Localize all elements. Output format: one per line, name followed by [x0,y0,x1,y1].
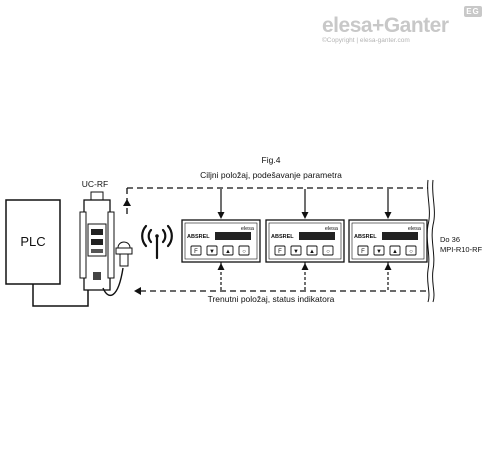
indicator-key-button [238,245,250,256]
indicator-key-button [222,245,234,256]
indicator-output-arrow [384,263,392,270]
indicator-key-symbol: ▲ [309,249,315,255]
indicator-inner-frame [268,222,342,260]
indicator-key-button [389,245,401,256]
indicator-key-button [373,245,385,256]
indicator-key-symbol: ▲ [225,249,231,255]
indicator-key-button [322,245,334,256]
indicator-inner-frame [184,222,258,260]
indicator-key-button [206,245,218,256]
brand-logo: elesa+Ganter [322,14,449,37]
indicator-key-symbol: ▲ [392,249,398,255]
top-label: Ciljni položaj, podešavanje parametra [200,170,342,180]
torn-edge-right [426,179,430,303]
plc-box [5,199,61,285]
count-label-line2: MPI-R10-RF [440,245,483,254]
bottom-label: Trenutni položaj, status indikatora [208,294,335,304]
indicator-output-arrow [217,263,225,270]
indicator-inner-frame [351,222,425,260]
indicator-key-symbol: ○ [409,249,413,255]
brand-badge: EG [464,6,482,17]
indicator-display-label: ABSREL [354,234,377,240]
indicator-input-arrow [301,212,309,219]
indicator-key-symbol: ○ [326,249,330,255]
antenna-cable [102,267,124,297]
indicator-digit-display [382,232,418,240]
indicator-input-arrow [217,212,225,219]
indicator-brand-tag: elesa [325,226,339,232]
indicator-key-button [290,245,302,256]
torn-edge-right-inner [431,179,435,303]
indicator-output-arrow [301,263,309,270]
indicator-display-label: ABSREL [271,234,294,240]
indicator-key-button [357,245,369,256]
indicator-brand-tag: elesa [241,226,255,232]
indicator-key-button [274,245,286,256]
indicator-key-symbol: F [278,249,282,255]
antenna-icon [115,241,133,267]
indicator-key-symbol: ▼ [376,249,382,255]
indicator-input-arrow [384,212,392,219]
indicator-units: elesaABSRELF▼▲○elesaABSRELF▼▲○elesaABSRE… [181,189,428,290]
figure-caption: Fig.4 [262,155,281,165]
controller-label: UC-RF [82,179,108,189]
count-label-line1: Do 36 [440,235,460,244]
indicator-key-button [190,245,202,256]
arrow-left-head [134,287,141,295]
indicator-display-label: ABSREL [187,234,210,240]
indicator-key-symbol: ▼ [293,249,299,255]
indicator-key-symbol: F [361,249,365,255]
brand-copyright: ©Copyright | elesa-ganter.com [322,37,410,44]
indicator-key-symbol: ○ [242,249,246,255]
indicator-key-symbol: F [194,249,198,255]
indicator-key-symbol: ▼ [209,249,215,255]
indicator-key-button [306,245,318,256]
indicator-brand-tag: elesa [408,226,422,232]
indicator-digit-display [299,232,335,240]
brand-watermark: elesa+Ganter ©Copyright | elesa-ganter.c… [318,4,484,50]
plc-cable [32,284,89,307]
indicator-key-button [405,245,417,256]
wireless-signal-icon [141,224,173,260]
indicator-digit-display [215,232,251,240]
controller-device [79,191,115,291]
arrow-up-head [123,199,131,206]
plc-label: PLC [20,234,45,249]
